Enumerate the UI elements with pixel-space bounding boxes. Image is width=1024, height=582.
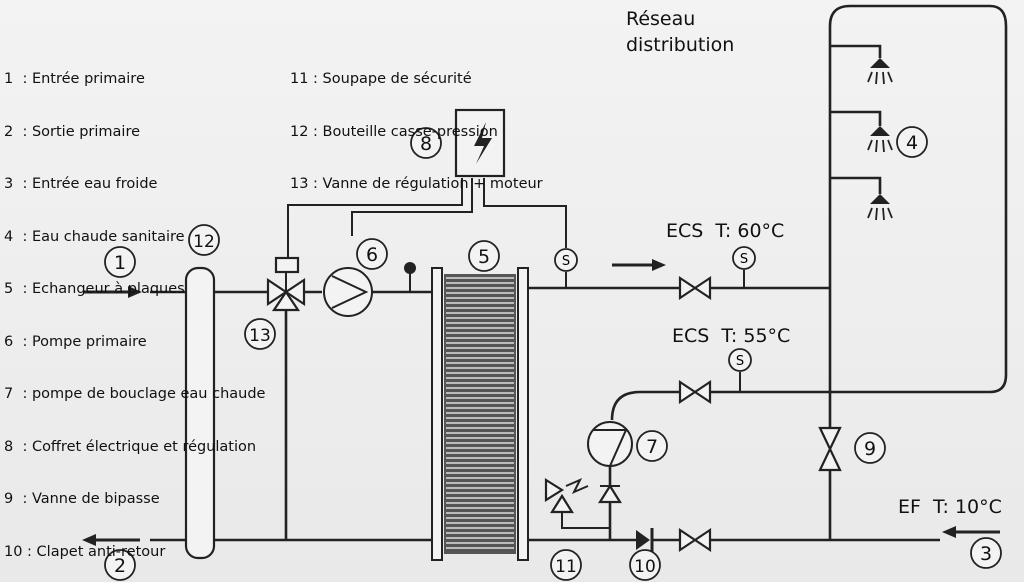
network-label-line2: distribution [626,34,735,56]
callout-n9: 9 [854,432,886,464]
shower-head-1 [867,58,893,85]
shower-head-3 [867,194,893,221]
callout-n13: 13 [244,318,276,350]
callout-number: 9 [864,438,876,460]
callout-n3: 3 [970,537,1002,569]
ecs60-label: ECS T: 60°C [666,220,785,242]
ecs55-label: ECS T: 55°C [672,325,791,347]
shower-head-2 [867,126,893,153]
network-loop [710,4,1008,394]
callout-n10: 10 [629,549,661,581]
arrow-ecs-out [612,259,666,271]
legend-item: 12 : Bouteille casse-pression [290,123,498,140]
buffer-bottle-body [184,266,216,560]
ecs55-pipe [610,390,680,421]
temperature-sensor: S [728,348,752,372]
callout-n2: 2 [104,549,136,581]
callout-number: 10 [634,557,656,577]
callout-n5: 5 [468,240,500,272]
shower-branch-1 [830,44,882,58]
callout-number: 8 [420,133,432,155]
callout-n12: 12 [188,224,220,256]
callout-n1: 1 [104,246,136,278]
callout-number: 6 [366,244,378,266]
safety-valve [544,478,589,514]
legend-right: 11 : Soupape de sécurité 12 : Bouteille … [290,36,543,211]
callout-n8: 8 [410,127,442,159]
legend-left: 1 : Entrée primaire 2 : Sortie primaire … [4,36,265,579]
ef-label: EF T: 10°C [898,496,1002,518]
network-label: Réseau distribution [626,6,734,58]
non-return-valve [636,528,654,552]
legend-item: 3 : Entrée eau froide [4,176,158,192]
network-label-line1: Réseau [626,8,696,30]
legend-item: 5 : Echangeur à plaques [4,281,185,297]
legend-item: 9 : Vanne de bipasse [4,491,160,507]
primary-pump [323,267,373,317]
legend-item: 4 : Eau chaude sanitaire [4,228,185,245]
sensor-letter: S [736,354,744,369]
legend-item: 10 : Clapet anti-retour [4,543,166,560]
sensor-letter: S [562,254,570,269]
legend-item: 1 : Entrée primaire [4,71,145,87]
callout-n6: 6 [356,238,388,270]
legend-item: 2 : Sortie primaire [4,123,141,140]
legend-item: 7 : pompe de bouclage eau chaude [4,386,266,402]
legend-item: 11 : Soupape de sécurité [290,71,472,87]
arrow-primary-in [84,286,142,298]
safety-valve-branch [561,512,610,529]
arrow-primary-out [82,534,140,546]
valve-ef [678,527,712,553]
valve-ecs55 [678,379,712,405]
legend-item: 8 : Coffret électrique et régulation [4,438,257,455]
lightning-bolt-icon [474,122,492,164]
callout-number: 2 [114,555,126,577]
callout-number: 13 [249,326,271,346]
valve-ecs60 [678,275,712,301]
thermometer-gauge [404,262,416,274]
callout-number: 5 [478,246,490,268]
temperature-sensor: S [554,248,578,272]
shower-branch-3 [830,176,882,194]
callout-number: 12 [193,232,215,252]
bypass-valve [818,426,842,472]
control-wire-sensor [483,178,567,248]
sensor-letter: S [740,252,748,267]
callout-number: 4 [906,132,918,154]
control-wire-pump [351,178,473,236]
recirculation-pump [587,421,633,467]
recirc-check-valve [598,483,622,504]
three-way-valve [266,256,306,312]
callout-n11: 11 [550,549,582,581]
callout-number: 3 [980,543,992,565]
temperature-sensor: S [732,246,756,270]
shower-branch-2 [830,110,882,126]
control-wire-valve [287,178,463,258]
callout-number: 7 [646,436,658,458]
plate-heat-exchanger [431,267,529,561]
legend-item: 13 : Vanne de régulation + moteur [290,176,543,192]
callout-n4: 4 [896,126,928,158]
callout-n7: 7 [636,430,668,462]
arrow-ef-in [942,526,1000,538]
callout-number: 11 [555,557,577,577]
callout-number: 1 [114,252,126,274]
legend-item: 6 : Pompe primaire [4,333,147,350]
